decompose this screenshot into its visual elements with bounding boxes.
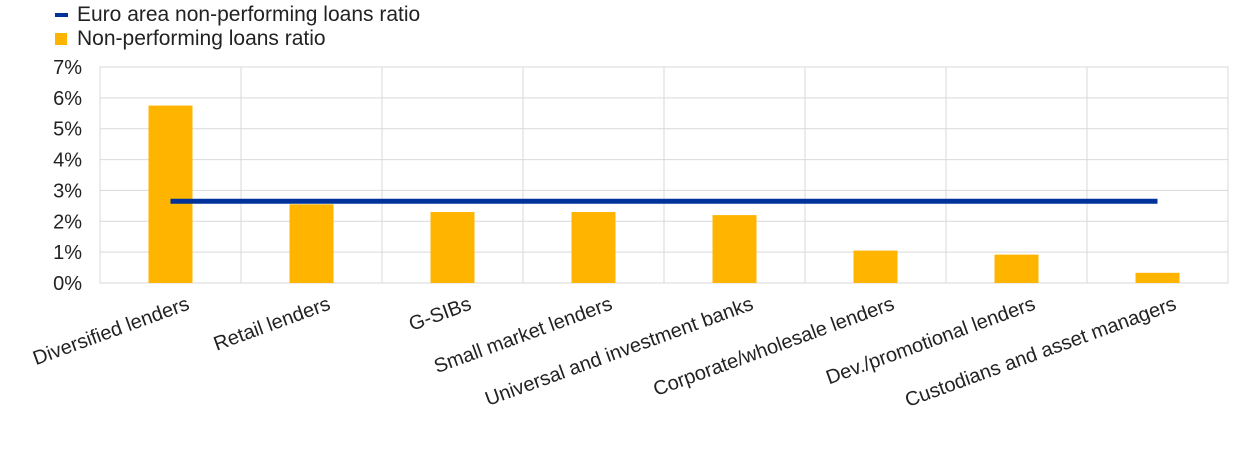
- x-tick-label: G-SIBs: [406, 293, 474, 336]
- bar-2: [430, 212, 475, 283]
- y-tick-label: 7%: [53, 57, 82, 79]
- bar-6: [994, 254, 1039, 283]
- bar-3: [571, 212, 616, 283]
- bar-5: [853, 250, 898, 283]
- y-tick-label: 1%: [53, 242, 82, 264]
- legend-swatch-line: [55, 13, 68, 17]
- legend-label-npl-ratio: Non-performing loans ratio: [77, 27, 326, 50]
- bar-7: [1135, 272, 1180, 283]
- x-tick-label: Corporate/wholesale lenders: [650, 293, 897, 401]
- x-tick-label: Diversified lenders: [30, 293, 192, 370]
- y-tick-label: 6%: [53, 88, 82, 110]
- x-tick-label: Retail lenders: [211, 293, 333, 356]
- legend-swatch-bar: [55, 33, 67, 45]
- legend-entry-euro-area: Euro area non-performing loans ratio: [55, 3, 420, 27]
- legend-label-euro-area: Euro area non-performing loans ratio: [77, 3, 421, 26]
- x-tick-label: Universal and investment banks: [482, 293, 756, 411]
- chart-legend: Euro area non-performing loans ratio Non…: [55, 3, 420, 51]
- bar-4: [712, 215, 757, 283]
- y-tick-label: 3%: [53, 180, 82, 202]
- bar-0: [148, 105, 193, 283]
- y-tick-label: 4%: [53, 150, 82, 172]
- y-tick-label: 2%: [53, 211, 82, 233]
- legend-entry-npl-ratio: Non-performing loans ratio: [55, 27, 420, 51]
- bar-1: [289, 204, 334, 283]
- y-tick-label: 0%: [53, 273, 82, 295]
- x-tick-label: Custodians and asset managers: [902, 293, 1179, 412]
- y-tick-label: 5%: [53, 119, 82, 141]
